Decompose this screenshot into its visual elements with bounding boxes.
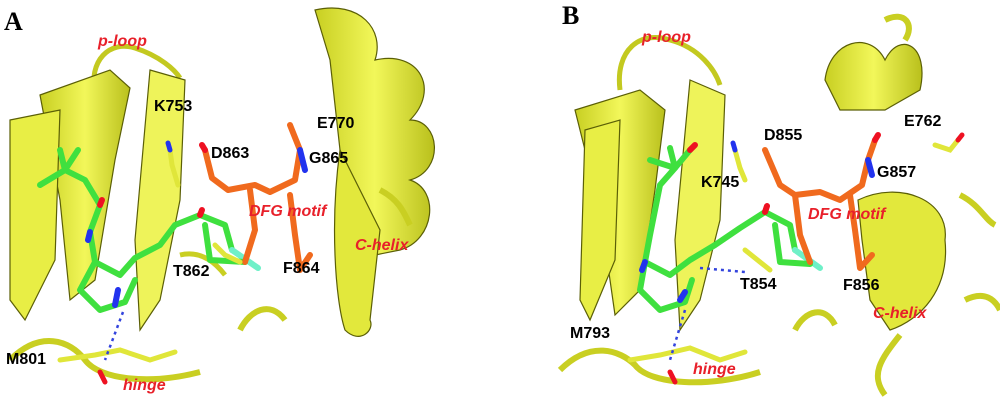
dfg-motif-label: DFG motif bbox=[808, 206, 887, 223]
residue-label-g865: G865 bbox=[309, 150, 348, 167]
residue-label-t862: T862 bbox=[173, 263, 210, 280]
residue-label-d863: D863 bbox=[211, 145, 249, 162]
ligand-b bbox=[637, 142, 823, 313]
dfg-motif-label: DFG motif bbox=[249, 203, 328, 220]
residue-label-e770: E770 bbox=[317, 115, 354, 132]
residue-label-m793: M793 bbox=[570, 325, 610, 342]
p-loop-label: p-loop bbox=[97, 33, 147, 50]
hbond-a bbox=[103, 311, 125, 361]
panel-letter-b: B bbox=[562, 1, 579, 30]
panel-letter-a: A bbox=[4, 7, 23, 36]
c-helix-label: C-helix bbox=[355, 237, 409, 254]
residue-label-f864: F864 bbox=[283, 260, 320, 277]
sidechains-a bbox=[57, 140, 243, 385]
residue-label-m801: M801 bbox=[6, 351, 46, 368]
residue-label-d855: D855 bbox=[764, 127, 802, 144]
panel-b: B p-loop D855 E762 K745 G857 DFG motif T… bbox=[557, 1, 1000, 397]
residue-label-k745: K745 bbox=[701, 174, 739, 191]
residue-label-t854: T854 bbox=[740, 276, 777, 293]
residue-label-g857: G857 bbox=[877, 164, 916, 181]
hbond-b-thr bbox=[699, 266, 746, 274]
c-helix-label: C-helix bbox=[873, 305, 927, 322]
hinge-label: hinge bbox=[123, 377, 166, 394]
panel-a: A p-loop K753 D863 E770 G865 DFG motif C… bbox=[4, 7, 435, 394]
dfg-motif-a bbox=[199, 122, 313, 273]
hinge-label: hinge bbox=[693, 361, 736, 378]
protein-ribbon-b bbox=[557, 13, 1000, 397]
dfg-motif-b bbox=[762, 132, 881, 271]
residue-label-e762: E762 bbox=[904, 113, 941, 130]
sidechains-b bbox=[627, 132, 965, 385]
hbond-b-hinge bbox=[668, 309, 687, 361]
p-loop-label: p-loop bbox=[641, 29, 691, 46]
residue-label-k753: K753 bbox=[154, 98, 192, 115]
protein-ribbon-a bbox=[7, 7, 435, 383]
residue-label-f856: F856 bbox=[843, 277, 880, 294]
